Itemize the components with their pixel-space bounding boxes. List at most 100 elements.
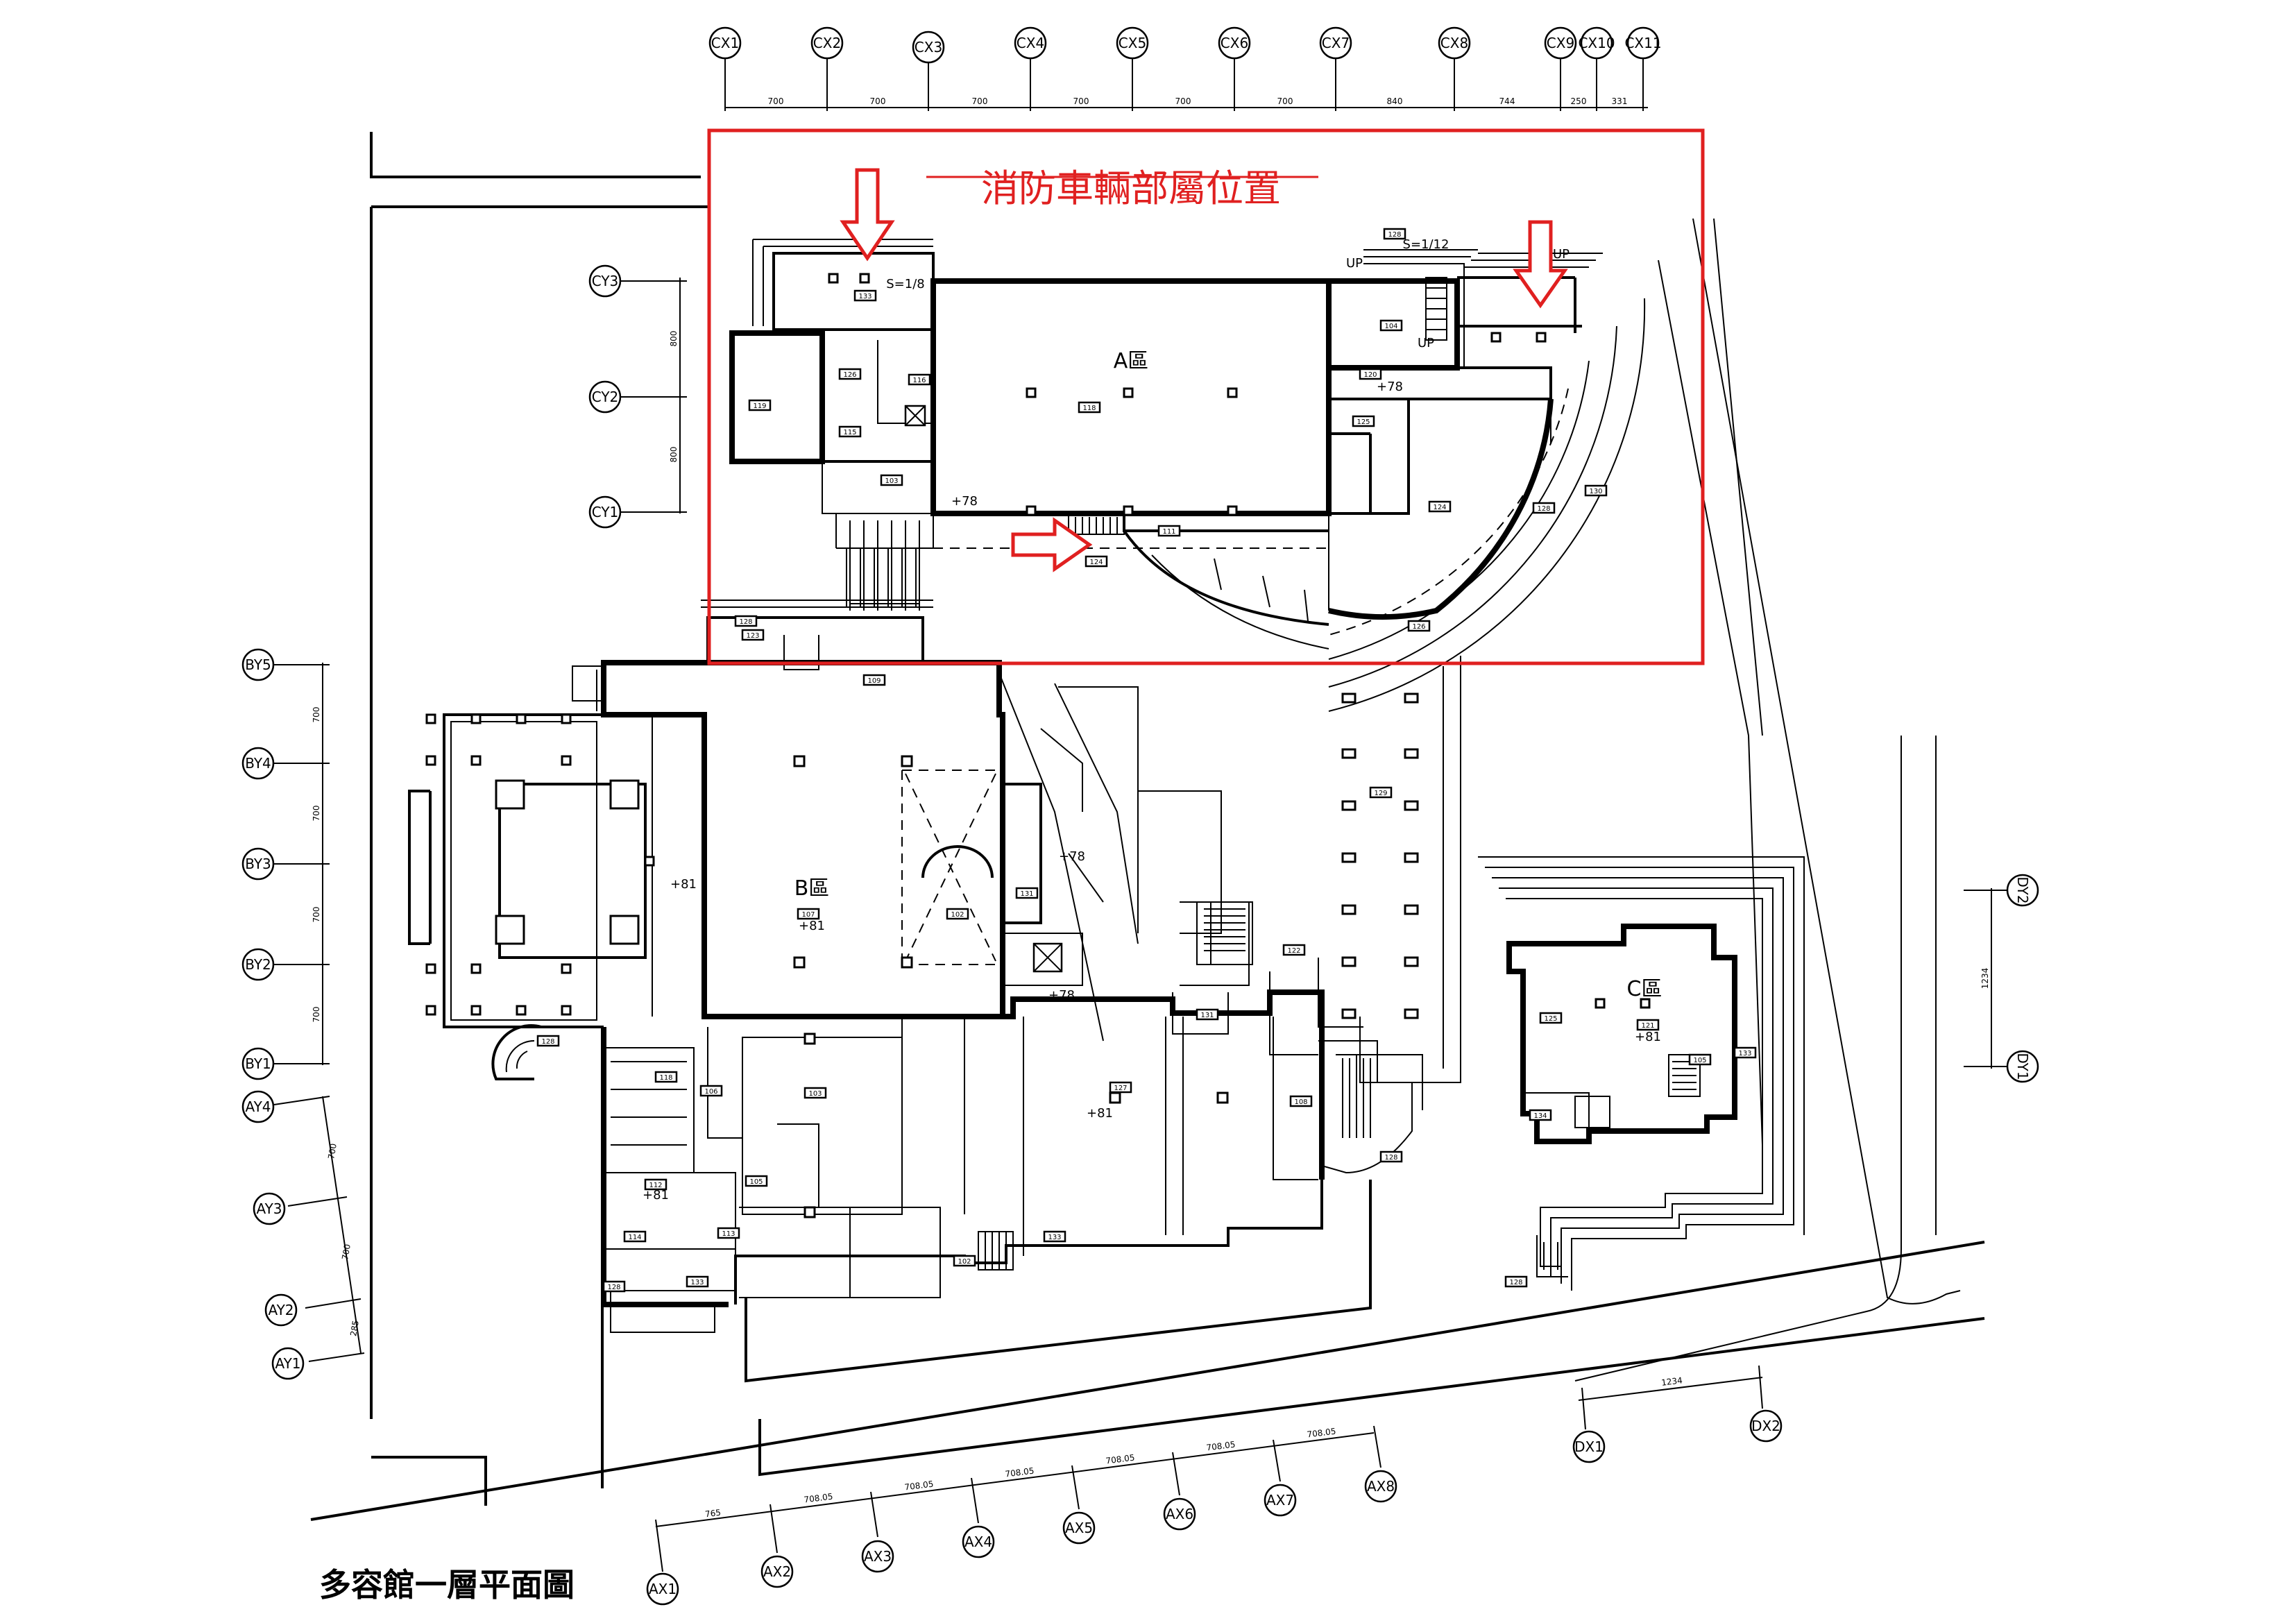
svg-text:121: 121: [1641, 1022, 1654, 1030]
by4-bubble: [241, 747, 275, 780]
plan-title: 多容館一層平面圖: [319, 1566, 575, 1604]
cx10-label: CX10: [1578, 35, 1615, 51]
cx1-bubble: [708, 26, 742, 60]
zone-a-plan: [729, 239, 1646, 712]
ramp-slope-label: S=1/12: [1403, 237, 1449, 252]
level-marker: +81: [643, 1188, 669, 1203]
cy2-bubble: [588, 380, 622, 414]
dx2-label: DX2: [1751, 1418, 1780, 1434]
svg-text:103: 103: [808, 1090, 822, 1098]
deployment-arrow-3: [1011, 517, 1093, 572]
svg-text:133: 133: [1048, 1234, 1061, 1241]
level-marker: +81: [670, 877, 697, 892]
svg-text:116: 116: [912, 377, 926, 384]
columns-zone-b: [425, 713, 913, 1016]
level-marker: +81: [1087, 1106, 1113, 1121]
room-tags: 133 119 126 115 116 103 118 111 124 128 …: [536, 228, 1757, 1293]
cx9-bubble: [1544, 26, 1577, 60]
cx2-bubble: [810, 26, 844, 60]
svg-text:109: 109: [867, 677, 881, 685]
cx-grid-bubbles: CX1 CX2 CX3 CX4 CX5 CX6 CX7 CX8 CX9 CX10…: [708, 26, 1662, 64]
svg-text:122: 122: [1287, 947, 1300, 955]
by3-bubble: [241, 847, 275, 881]
cy3-bubble: [588, 264, 622, 298]
zone-b-plan: [408, 548, 1139, 1042]
by3-label: BY3: [245, 856, 271, 872]
plaza-plan: [1058, 656, 1461, 1110]
ax7-bubble: [1264, 1484, 1297, 1517]
by1-bubble: [241, 1047, 275, 1080]
ay-grid: AY4 AY3 AY2 AY1 700 700 285: [241, 1090, 365, 1380]
ax5-bubble: [1062, 1511, 1096, 1545]
svg-text:128: 128: [1537, 505, 1550, 513]
svg-text:104: 104: [1384, 323, 1397, 330]
svg-text:123: 123: [746, 632, 759, 640]
up-marker: UP: [1418, 336, 1434, 350]
ax-grid: AX1 AX2 AX3 AX4 AX5 AX6 AX7 AX8 765 708.…: [646, 1425, 1397, 1606]
level-marker: +78: [1059, 849, 1085, 864]
svg-text:113: 113: [722, 1230, 735, 1238]
svg-text:111: 111: [1162, 528, 1175, 536]
by2-bubble: [241, 948, 275, 981]
structural-columns: [425, 273, 1651, 1218]
svg-text:107: 107: [801, 911, 815, 919]
ax6-bubble: [1163, 1497, 1196, 1531]
svg-text:134: 134: [1533, 1112, 1547, 1120]
ax3-bubble: [861, 1540, 894, 1573]
svg-text:118: 118: [1082, 405, 1096, 412]
ax-span-4: 708.05: [1005, 1466, 1035, 1479]
svg-text:102: 102: [951, 911, 964, 919]
cx-grid: [724, 52, 1648, 111]
level-marker: +81: [799, 919, 825, 933]
svg-text:128: 128: [1388, 231, 1401, 239]
deployment-area-frame: [707, 128, 1705, 665]
cy1-label: CY1: [592, 504, 619, 520]
dy-span-1: 1234: [1980, 968, 1990, 989]
dx2-bubble: [1749, 1409, 1783, 1443]
ay-span-1: 700: [326, 1143, 339, 1160]
svg-text:114: 114: [628, 1234, 641, 1241]
ax-span-1: 765: [704, 1508, 721, 1520]
ax2-bubble: [760, 1555, 794, 1588]
cx-grid-dimensions: 700 700 700 700 700 700 840 744 250 331: [768, 96, 1628, 106]
cx4-label: CX4: [1017, 35, 1044, 51]
ax4-label: AX4: [964, 1533, 992, 1550]
by-grid: BY5 BY4 BY3 BY2 BY1 700 700 700 700: [241, 648, 330, 1080]
ax-span-6: 708.05: [1206, 1440, 1236, 1453]
by-span-1: 700: [312, 707, 321, 723]
cx2-label: CX2: [813, 35, 841, 51]
ay2-label: AY2: [268, 1302, 294, 1318]
ax5-label: AX5: [1065, 1520, 1093, 1536]
dy-grid: DY2 DY1 1234: [1964, 874, 2039, 1083]
svg-text:125: 125: [1544, 1015, 1557, 1023]
fire-vehicle-zone: 消防車輛部屬位置: [707, 128, 1705, 665]
by2-label: BY2: [245, 956, 271, 973]
ax1-label: AX1: [649, 1581, 677, 1597]
svg-text:103: 103: [885, 477, 898, 485]
ay3-label: AY3: [256, 1200, 282, 1217]
cx5-bubble: [1116, 26, 1149, 60]
cx6-bubble: [1218, 26, 1251, 60]
by-span-2: 700: [312, 806, 321, 822]
ax8-bubble: [1364, 1470, 1397, 1503]
cx-span-10: 331: [1612, 96, 1628, 106]
svg-text:112: 112: [649, 1182, 662, 1189]
ay4-label: AY4: [245, 1098, 271, 1115]
deployment-arrow-2: [1513, 220, 1568, 309]
level-markers: +78 +78 +78 +78 +81 +81 +81 +81 +81 UP U…: [643, 237, 1661, 1203]
cx-span-7: 840: [1387, 96, 1403, 106]
svg-text:105: 105: [749, 1178, 763, 1186]
svg-text:118: 118: [659, 1074, 672, 1082]
ay-span-2: 700: [340, 1243, 352, 1261]
columns-plaza: [1341, 692, 1419, 1019]
svg-text:133: 133: [690, 1279, 704, 1286]
level-marker: +78: [1377, 380, 1403, 394]
cx10-bubble: [1580, 26, 1613, 60]
cx-span-1: 700: [768, 96, 784, 106]
level-marker: +78: [951, 494, 978, 509]
cy1-bubble: [588, 495, 622, 529]
svg-text:119: 119: [753, 402, 766, 410]
cx6-label: CX6: [1221, 35, 1248, 51]
ramp-slope-label: S=1/8: [886, 277, 924, 291]
